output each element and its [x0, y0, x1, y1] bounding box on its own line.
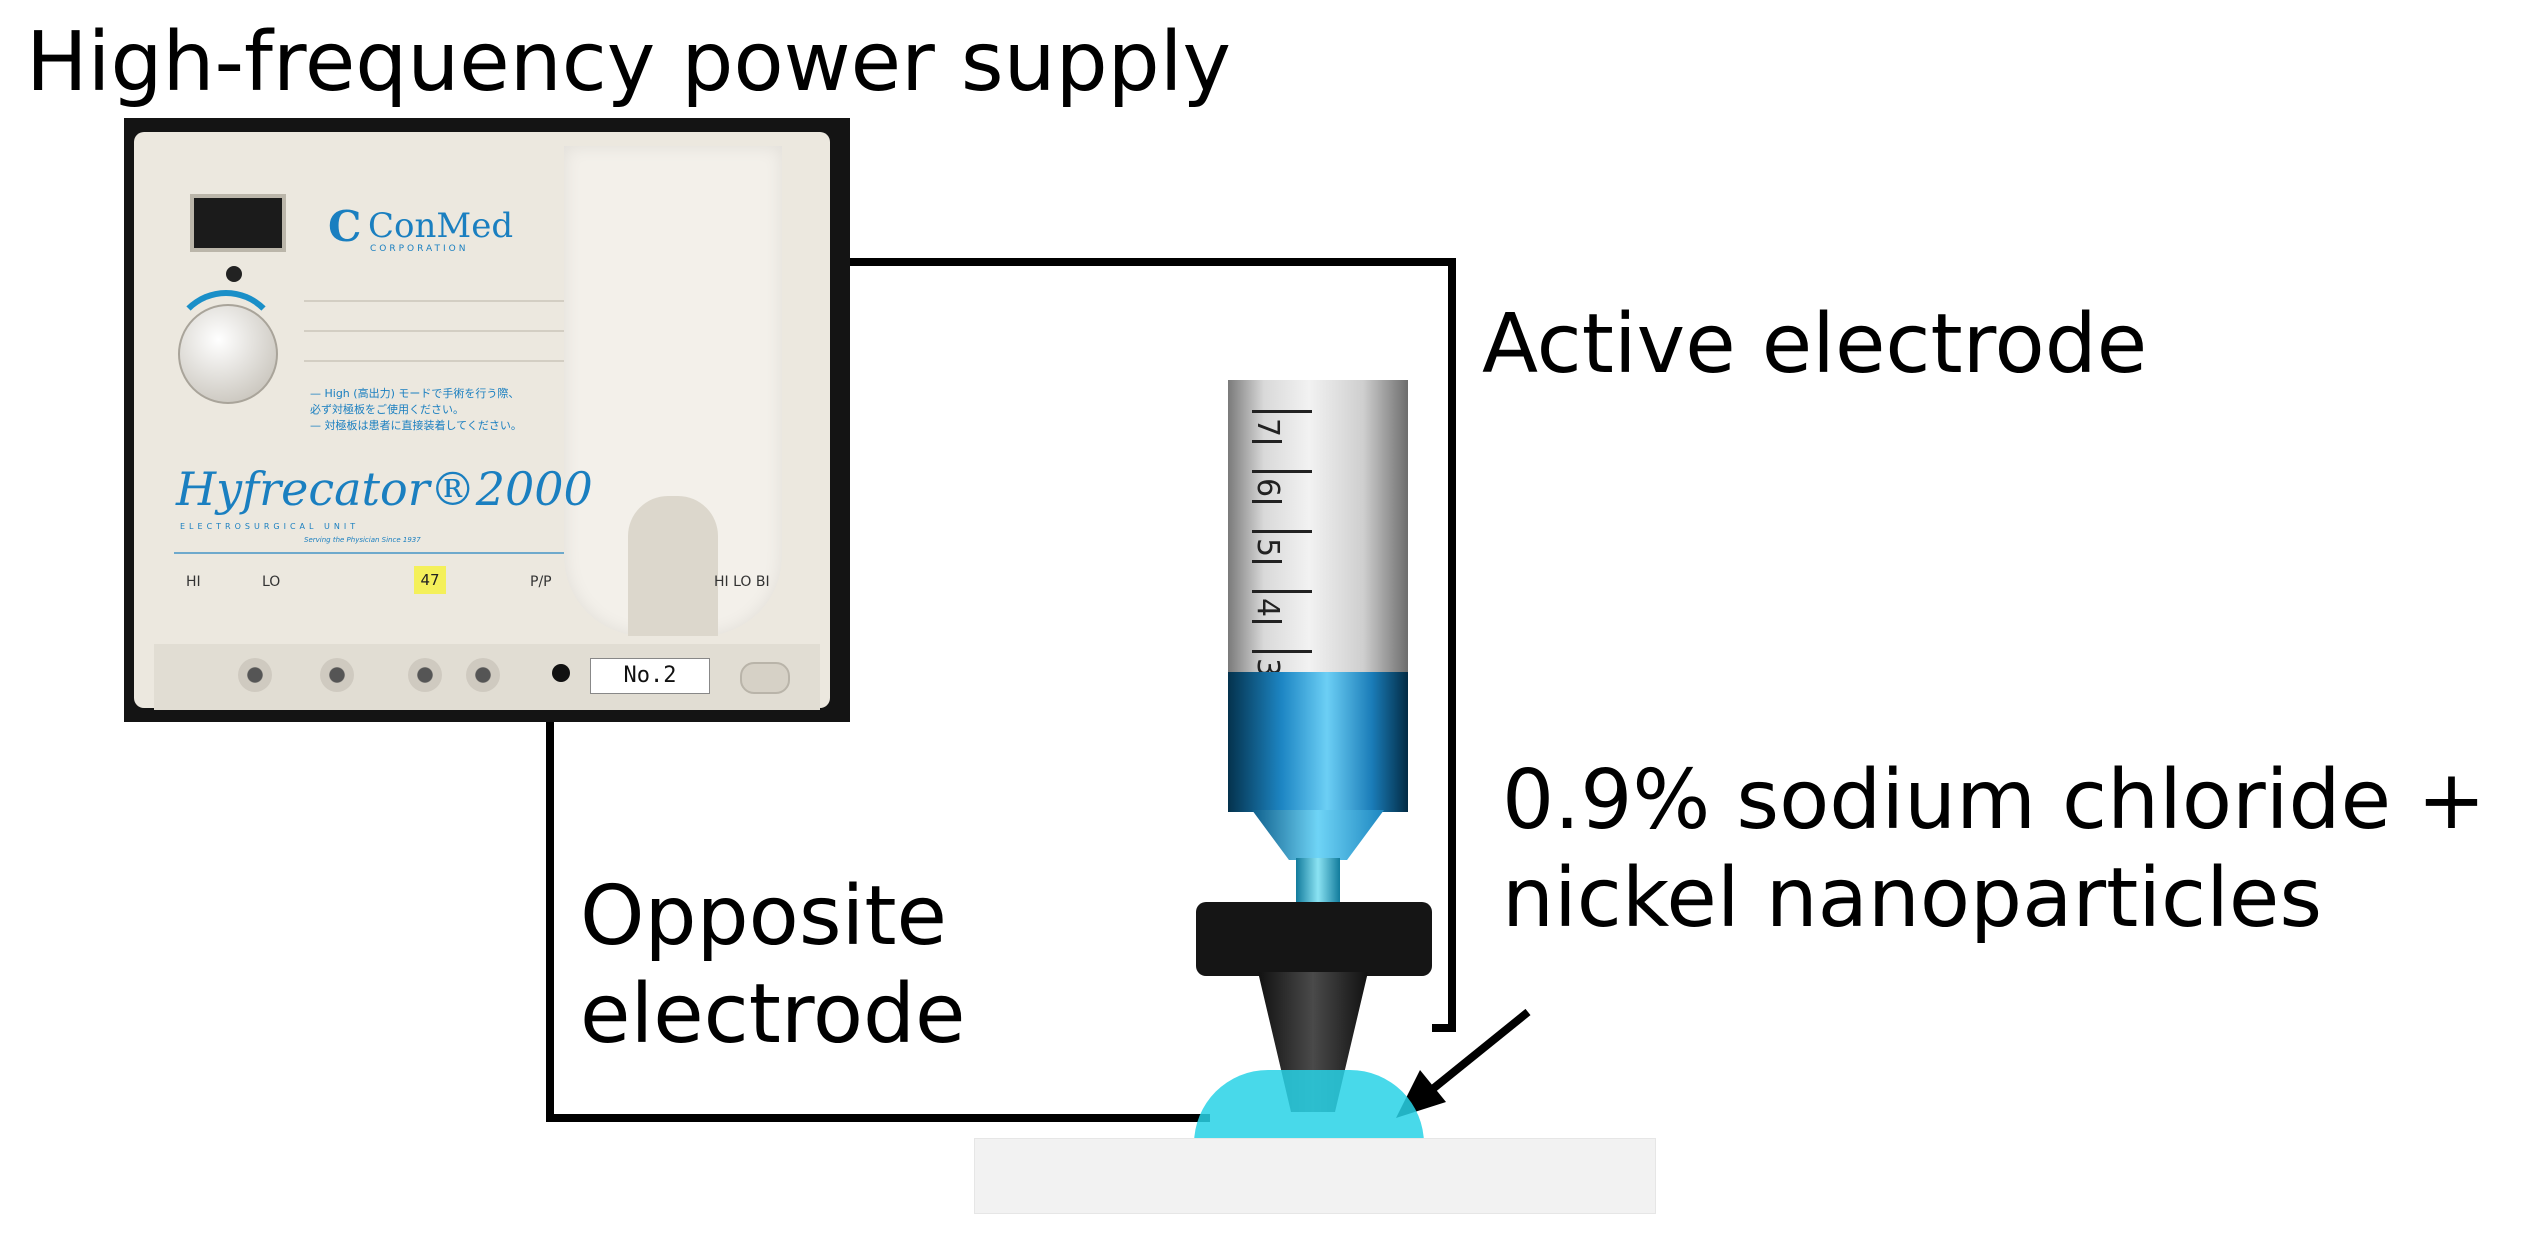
opposite-label-line: electrode	[580, 967, 966, 1063]
scale-number: 7	[1250, 417, 1286, 438]
digital-display	[190, 194, 286, 252]
opposite-label-line: Opposite	[580, 869, 947, 964]
unit-tag: No.2	[590, 658, 710, 694]
opposite-electrode-jack	[552, 664, 570, 682]
pointer-arrow-shaft	[1421, 1008, 1531, 1100]
model-subtitle: ELECTROSURGICAL UNIT	[180, 522, 360, 531]
indicator-light	[226, 266, 242, 282]
warning-note-line: — High (高出力) モードで手術を行う際、	[310, 387, 520, 400]
high-frequency-power-supply-device: C ConMed CORPORATION — High (高出力) モードで手術…	[124, 118, 850, 722]
scale-tick	[1252, 620, 1282, 623]
opposite-electrode-wire	[546, 660, 1210, 1122]
syringe-nozzle	[1296, 858, 1340, 902]
port-socket	[466, 658, 500, 692]
device-body: C ConMed CORPORATION — High (高出力) モードで手術…	[134, 132, 830, 710]
model-name: Hyfrecator®2000	[176, 462, 593, 516]
electrode-holder	[1196, 902, 1432, 976]
warning-note-line: — 対極板は患者に直接装着してください。	[310, 419, 522, 432]
active-electrode-label: Active electrode	[1482, 297, 2148, 392]
port-label-lo: LO	[262, 574, 281, 590]
brand-subtitle: CORPORATION	[370, 244, 469, 254]
brand-name: ConMed	[368, 206, 514, 246]
syringe-barrel: 7 6 5 4 3	[1228, 380, 1408, 720]
port-socket	[238, 658, 272, 692]
blue-solution-plunger	[1228, 672, 1408, 812]
warning-note-line: 必ず対極板をご使用ください。	[310, 403, 464, 416]
scale-number: 4	[1250, 597, 1286, 618]
substrate-plate	[974, 1138, 1656, 1214]
port-label-hi: HI	[186, 574, 201, 590]
scale-tick	[1252, 500, 1282, 503]
port-label-hi-lo-bi: HI LO BI	[714, 574, 770, 590]
scale-tick	[1252, 560, 1282, 563]
brand-logo-icon: C	[328, 202, 362, 251]
panel-ridge	[304, 300, 564, 302]
scale-number: 5	[1250, 537, 1286, 558]
mode-switch	[740, 662, 790, 694]
scale-number: 6	[1250, 477, 1286, 498]
active-electrode-wire	[850, 258, 1456, 1032]
scale-tick	[1252, 590, 1312, 593]
solution-label: 0.9% sodium chloride + nickel nanopartic…	[1502, 752, 2486, 949]
number-sticker: 47	[414, 566, 446, 594]
panel-ridge	[304, 330, 564, 332]
syringe-tip	[1252, 810, 1384, 860]
model-tagline: Serving the Physician Since 1937	[304, 536, 421, 544]
scale-tick	[1252, 440, 1282, 443]
device-hood	[564, 146, 782, 636]
power-knob	[178, 304, 278, 404]
solution-label-line: 0.9% sodium chloride +	[1502, 753, 2486, 848]
solution-label-line: nickel nanoparticles	[1502, 851, 2323, 947]
port-socket	[320, 658, 354, 692]
opposite-electrode-label: Opposite electrode	[580, 868, 966, 1065]
solution-droplet	[1194, 1070, 1424, 1144]
scale-tick	[1252, 470, 1312, 473]
syringe: 7 6 5 4 3	[1222, 380, 1414, 902]
warning-note: — High (高出力) モードで手術を行う際、 必ず対極板をご使用ください。 …	[310, 386, 556, 446]
panel-divider	[174, 552, 564, 554]
scale-tick	[1252, 650, 1312, 653]
knob-scale-arc	[170, 290, 282, 402]
device-title: High-frequency power supply	[26, 15, 1232, 110]
port-label-pp: P/P	[530, 574, 552, 590]
scale-tick	[1252, 410, 1312, 413]
panel-ridge	[304, 360, 564, 362]
scale-tick	[1252, 530, 1312, 533]
port-socket	[408, 658, 442, 692]
handpiece-slot	[628, 496, 718, 636]
